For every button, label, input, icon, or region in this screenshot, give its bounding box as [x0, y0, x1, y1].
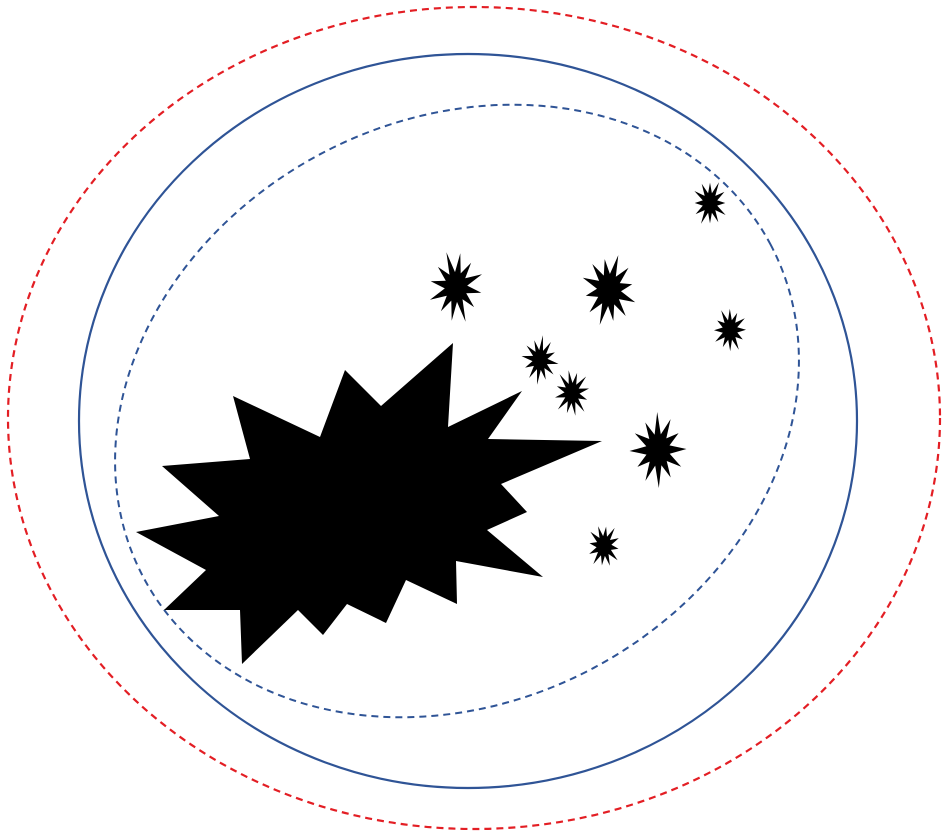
small-burst-icon	[694, 182, 725, 224]
small-burst-icon	[714, 309, 746, 352]
small-burst-icon	[555, 370, 589, 415]
large-burst-shape	[136, 343, 602, 664]
small-burst-icon	[430, 252, 482, 321]
small-burst-icon	[589, 526, 619, 566]
small-burst-icon	[583, 255, 635, 325]
small-burst-icon	[630, 412, 687, 488]
inner-dashed-ellipse	[7, 0, 907, 835]
small-burst-icon	[522, 335, 559, 384]
